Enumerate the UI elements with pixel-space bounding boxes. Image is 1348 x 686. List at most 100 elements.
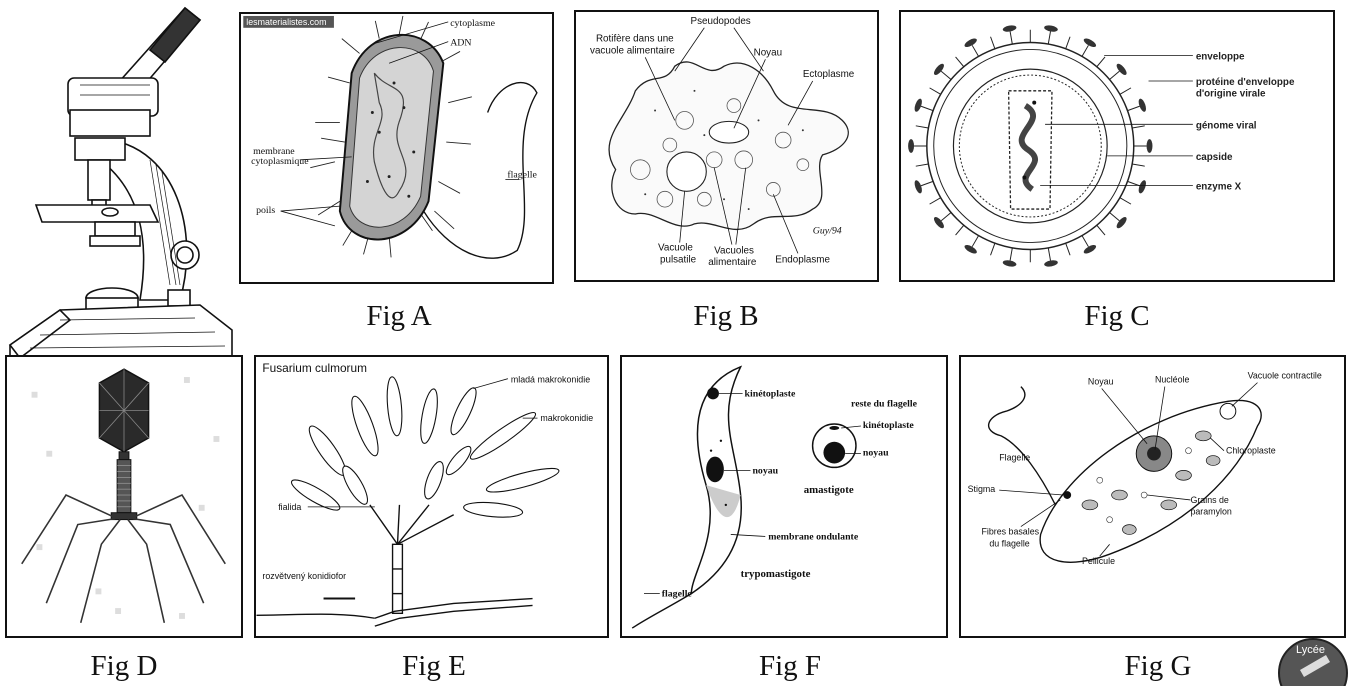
microscope-illustration <box>0 0 235 360</box>
label-membrane-2: cytoplasmique <box>251 156 309 167</box>
label-pseudopodes: Pseudopodes <box>691 16 751 27</box>
leader-poils <box>281 206 340 211</box>
label-rotifere-1: Rotifère dans une <box>596 34 674 45</box>
label-noyau: Noyau <box>754 47 782 58</box>
label-ectoplasme: Ectoplasme <box>803 69 855 80</box>
label-grains-1: Grains de <box>1190 495 1228 505</box>
label-trypomastigote: trypomastigote <box>741 568 811 580</box>
envelope-protein <box>932 62 945 76</box>
figure-b-panel: Pseudopodes Rotifère dans une vacuole al… <box>574 10 879 282</box>
label-flagelle: flagelle <box>662 589 693 600</box>
label-flagelle: Flagelle <box>999 453 1030 463</box>
caption-fig-a: Fig A <box>339 300 459 333</box>
label-nucleole: Nucléole <box>1155 375 1190 385</box>
figure-f-panel: kinétoplaste noyau membrane ondulante tr… <box>620 355 948 638</box>
envelope-protein <box>1002 259 1017 267</box>
trypanosoma-diagram: kinétoplaste noyau membrane ondulante tr… <box>622 357 946 636</box>
nucleus <box>706 457 724 483</box>
label-poils: poils <box>256 205 275 216</box>
caption-fig-d: Fig D <box>64 650 184 683</box>
nucleolus <box>1147 447 1161 461</box>
label-noyau: noyau <box>752 465 778 476</box>
label-kinetoplaste: kinétoplaste <box>745 388 796 399</box>
label-noyau: Noyau <box>1088 377 1114 387</box>
kinetoplast <box>707 388 719 400</box>
stigma <box>1063 491 1071 499</box>
label-vacuole-1: Vacuole <box>658 242 693 253</box>
amoeba-body <box>609 62 848 230</box>
envelope-protein <box>963 37 978 49</box>
label-pellicule: Pellicule <box>1082 556 1115 566</box>
label-title: Fusarium culmorum <box>262 361 367 375</box>
label-grains-2: paramylon <box>1190 507 1231 517</box>
label-vacuoles-1: Vacuoles <box>714 245 754 256</box>
label-adn: ADN <box>450 38 471 49</box>
label-rotifere-2: vacuole alimentaire <box>590 45 675 56</box>
label-enveloppe: enveloppe <box>1196 51 1245 62</box>
contractile-vacuole <box>1220 403 1236 419</box>
bacteriophage-diagram <box>7 357 241 636</box>
bacterium-diagram: lesmaterialistes.com cytoplasme ADN memb… <box>241 14 552 282</box>
figure-g-panel: Noyau Nucléole Vacuole contractile Flage… <box>959 355 1346 638</box>
signature: Guy/94 <box>813 226 842 237</box>
figure-c-panel: enveloppe protéine d'enveloppe d'origine… <box>899 10 1335 282</box>
label-vacuole-2: pulsatile <box>660 254 697 265</box>
macroconidia <box>288 376 560 519</box>
conidiophore <box>257 505 533 626</box>
phage-tail <box>117 460 131 513</box>
figure-e-panel: Fusarium culmorum mladá makrokonidie <box>254 355 609 638</box>
label-reste: reste du flagelle <box>851 398 918 409</box>
envelope-protein <box>1082 243 1097 255</box>
virus-envelope <box>927 43 1134 250</box>
virus-diagram: enveloppe protéine d'enveloppe d'origine… <box>901 12 1333 280</box>
school-logo: Lycée <box>1278 638 1348 686</box>
label-vacuole-contractile: Vacuole contractile <box>1248 371 1322 381</box>
euglena-body <box>1040 400 1261 562</box>
envelope-protein <box>1137 98 1147 113</box>
label-kinetoplaste-2: kinétoplaste <box>863 420 914 431</box>
label-endoplasme: Endoplasme <box>775 254 830 265</box>
fusarium-diagram: Fusarium culmorum mladá makrokonidie <box>256 357 607 636</box>
envelope-protein <box>1147 139 1153 153</box>
caption-fig-c: Fig C <box>1057 300 1177 333</box>
envelope-protein <box>1002 24 1017 32</box>
caption-fig-f: Fig F <box>730 650 850 683</box>
amoeba-diagram: Pseudopodes Rotifère dans une vacuole al… <box>576 12 877 280</box>
label-capside: capside <box>1196 152 1233 163</box>
label-chloroplaste: Chloroplaste <box>1226 446 1276 456</box>
figure-d-panel <box>5 355 243 638</box>
label-fibres-1: Fibres basales <box>981 526 1039 536</box>
flagellum <box>989 387 1056 505</box>
label-proteine-2: d'origine virale <box>1196 89 1266 100</box>
label-genome: génome viral <box>1196 120 1257 131</box>
figure-a-panel: lesmaterialistes.com cytoplasme ADN memb… <box>239 12 554 284</box>
envelope-protein <box>1137 179 1147 194</box>
envelope-protein <box>963 243 978 255</box>
watermark-text: lesmaterialistes.com <box>246 17 326 27</box>
envelope-protein <box>913 179 923 194</box>
label-konidiofor: rozvětvený konidiofor <box>262 571 346 581</box>
caption-fig-b: Fig B <box>666 300 786 333</box>
label-amastigote: amastigote <box>804 484 854 496</box>
label-flagelle: flagelle <box>507 170 537 181</box>
label-vacuoles-2: alimentaire <box>708 257 757 268</box>
envelope-protein <box>913 98 923 113</box>
label-fibres-2: du flagelle <box>989 538 1029 548</box>
label-cytoplasme: cytoplasme <box>450 18 495 29</box>
caption-fig-g: Fig G <box>1098 650 1218 683</box>
logo-text: Lycée <box>1296 644 1325 656</box>
envelope-protein <box>1115 215 1128 229</box>
label-stigma: Stigma <box>968 484 996 494</box>
label-makro: makrokonidie <box>540 413 593 423</box>
caption-fig-e: Fig E <box>374 650 494 683</box>
label-mlada: mladá makrokonidie <box>511 375 590 385</box>
euglena-diagram: Noyau Nucléole Vacuole contractile Flage… <box>961 357 1344 636</box>
label-proteine-1: protéine d'enveloppe <box>1196 77 1295 88</box>
envelope-protein <box>932 215 945 229</box>
amastigote-nucleus <box>823 442 845 464</box>
label-membrane: membrane ondulante <box>768 531 859 542</box>
envelope-protein <box>1082 37 1097 49</box>
envelope-protein <box>908 139 914 153</box>
label-noyau-2: noyau <box>863 448 889 459</box>
label-fialida: fialida <box>278 502 301 512</box>
